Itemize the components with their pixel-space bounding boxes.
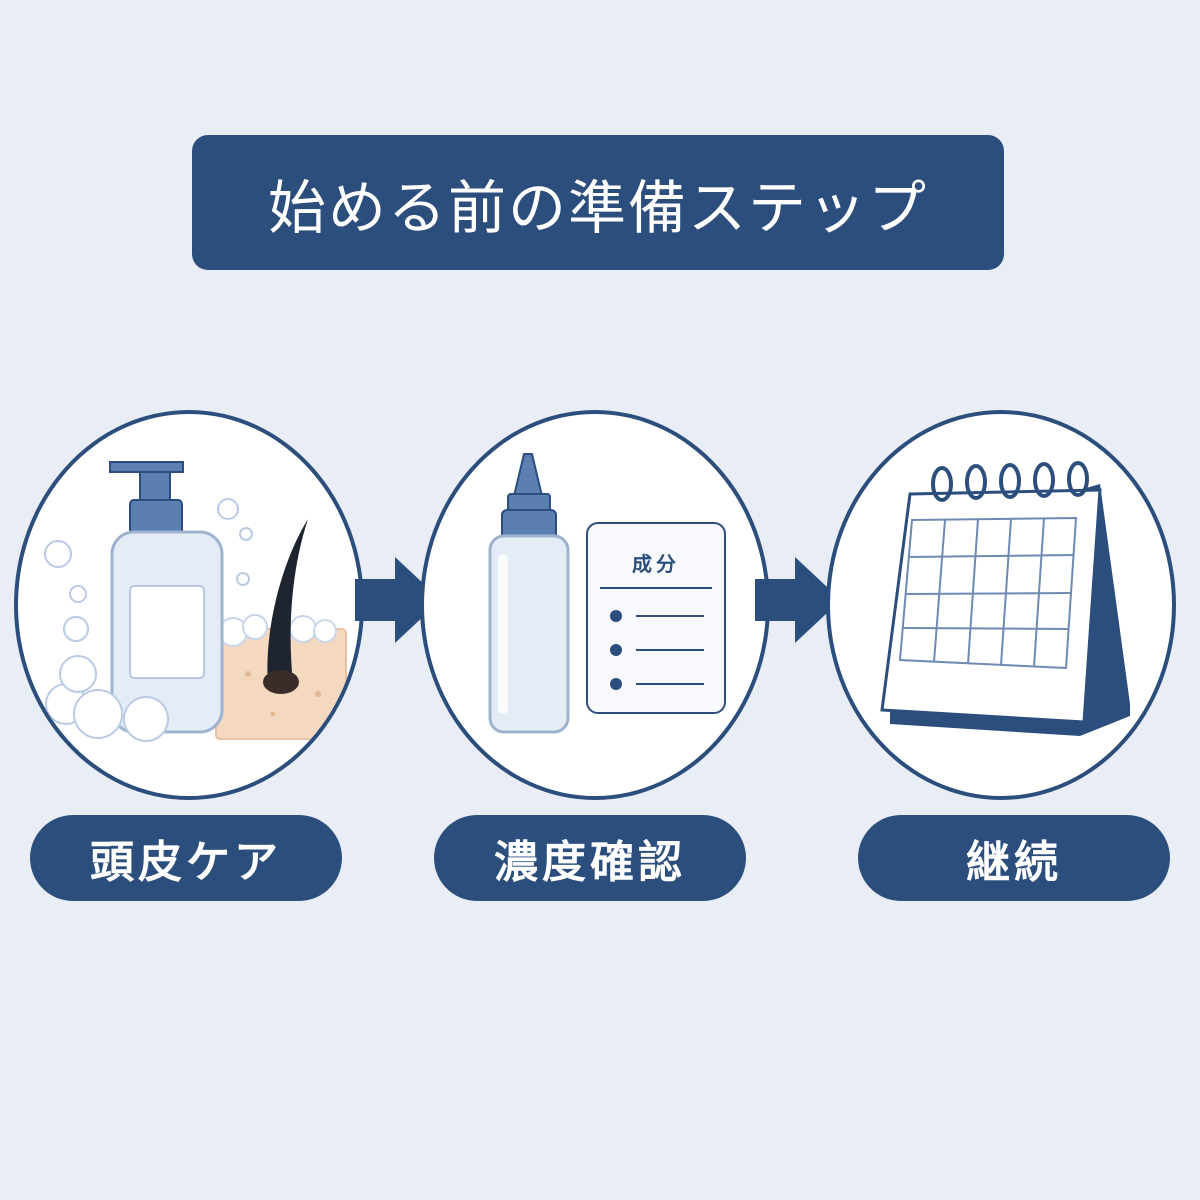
ingredient-list-icon [600,587,712,690]
dropper-bottle-icon [488,453,570,734]
step-2-label-pill: 濃度確認 [434,815,746,901]
page-title: 始める前の準備ステップ [267,173,928,242]
step-1-label: 頭皮ケア [90,837,282,888]
title-banner: 始める前の準備ステップ [192,135,1004,270]
shampoo-bottle-icon [44,461,347,742]
arrow-right-icon [755,557,841,643]
step-1-label-pill: 頭皮ケア [30,815,342,901]
step-1-circle [14,410,364,800]
step-3-label-pill: 継続 [858,815,1170,901]
step-2-circle: 成分 [420,410,770,800]
step-2-label: 濃度確認 [494,837,686,888]
step-3-label: 継続 [966,837,1062,888]
step-3-circle [826,410,1176,800]
ingredient-card: 成分 [586,522,726,714]
ingredient-card-title: 成分 [632,552,680,576]
arrow-right-icon [355,557,441,643]
calendar-icon [880,461,1130,736]
